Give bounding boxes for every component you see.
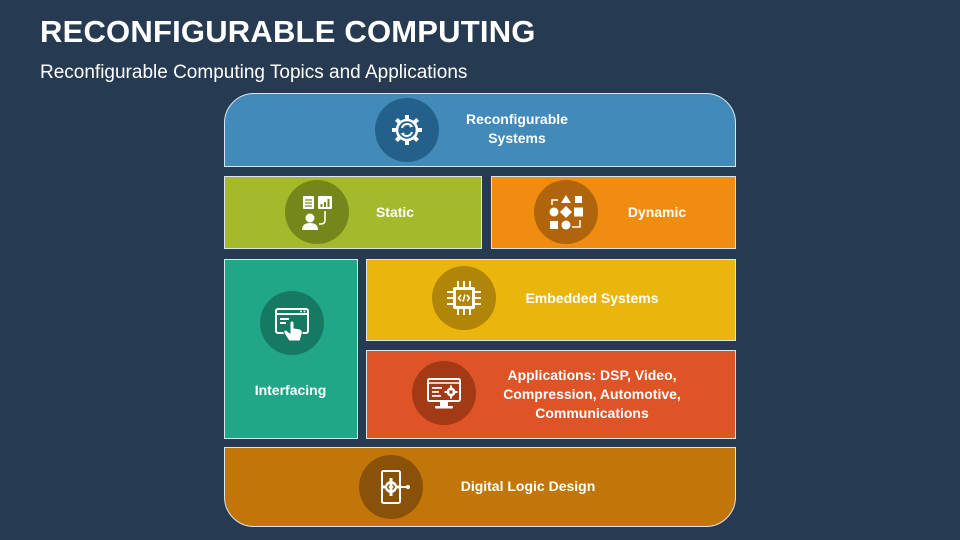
static-block: Static	[224, 176, 482, 249]
flowchart-icon	[534, 180, 598, 244]
dynamic-label: Dynamic	[627, 204, 687, 220]
dynamic-block: Dynamic	[491, 176, 736, 249]
applications-label: Applications: DSP, Video, Compression, A…	[503, 367, 681, 421]
chip-icon	[432, 266, 496, 330]
digital-logic-design-label: Digital Logic Design	[460, 478, 596, 494]
logic-gear-icon	[359, 455, 423, 519]
reconfigurable-systems-block: Reconfigurable Systems	[224, 93, 736, 167]
static-label: Static	[375, 204, 415, 220]
interfacing-label: Interfacing	[254, 382, 327, 398]
monitor-settings-icon	[412, 361, 476, 425]
slide-subtitle: Reconfigurable Computing Topics and Appl…	[40, 62, 468, 83]
gear-cycle-icon	[375, 98, 439, 162]
reconfigurable-systems-label: Reconfigurable Systems	[466, 111, 568, 146]
interfacing-block: Interfacing	[224, 259, 358, 439]
touch-screen-icon	[260, 291, 324, 355]
digital-logic-design-block: Digital Logic Design	[224, 447, 736, 527]
slide-title: RECONFIGURABLE COMPUTING	[40, 14, 536, 49]
embedded-systems-label: Embedded Systems	[525, 290, 659, 306]
applications-block: Applications: DSP, Video, Compression, A…	[366, 350, 736, 439]
embedded-systems-block: Embedded Systems	[366, 259, 736, 341]
report-analyst-icon	[285, 180, 349, 244]
